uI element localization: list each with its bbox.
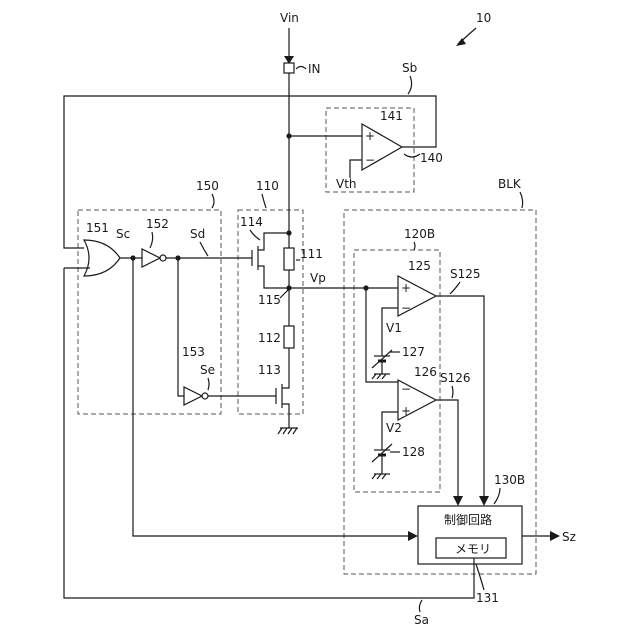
ctrl-ref-leader [494,488,500,504]
b120b-label: 120B [404,227,435,241]
inverter-153-bubble [202,393,208,399]
sa-label: Sa [414,613,429,627]
ctrl-ref-label: 130B [494,473,525,487]
se-label: Se [200,363,215,377]
or-gate-151 [84,240,120,276]
c125-minus: − [401,301,411,315]
inverter-152-bubble [160,255,166,261]
g152-label: 152 [146,217,169,231]
s125-leader [450,282,460,294]
ctrl-title: 制御回路 [444,512,492,527]
s125-arrow [479,496,489,506]
ground-128-h3 [382,474,386,479]
sd-label: Sd [190,227,205,241]
b150-leader [212,194,214,208]
sz-arrow [550,531,560,541]
b110-leader [262,194,266,208]
r112-label: 112 [258,331,281,345]
c126-plus: + [401,404,411,418]
sc-ctrl-arrow [408,531,418,541]
sa-leader [419,600,422,612]
t114-label: 114 [240,215,263,229]
sc-label: Sc [116,227,130,241]
ground-128-h2 [377,474,381,479]
sb-label: Sb [402,61,417,75]
inverter-153 [184,387,202,405]
c126-minus: − [401,382,411,396]
mem-ref-leader [476,564,484,590]
t114-leader [250,230,260,240]
v2-label: V2 [386,421,402,435]
ground-hatch-3 [288,428,292,434]
sb-leader [408,76,412,94]
s125-wire [436,296,484,498]
g153-label: 153 [182,345,205,359]
v1-label: V1 [386,321,402,335]
in-leader [296,67,306,70]
inverter-152 [142,249,160,267]
in-terminal [284,63,294,73]
ref-10-arrowhead [456,38,466,46]
sa-feedback-wire [64,268,474,598]
s126-leader [452,386,453,398]
ground-128-h1 [372,474,376,479]
op140-leader [404,154,420,157]
c126-label: 126 [414,365,437,379]
r111-label: 111 [300,247,323,261]
sz-label: Sz [562,530,576,544]
ref-10-label: 10 [476,11,491,25]
ground-hatch-2 [283,428,287,434]
ground-hatch-4 [293,428,297,434]
vth-wire [350,160,362,178]
block-110 [238,210,303,414]
ground-hatch-1 [278,428,282,434]
s126-wire [436,400,458,498]
in-label: IN [308,62,321,76]
resistor-112 [284,326,294,348]
n115-leader [280,290,288,298]
c125-label: 125 [408,259,431,273]
comp141-plus: + [365,129,375,143]
se-path-in [178,258,184,396]
b128-label: 128 [402,445,425,459]
s125-label: S125 [450,267,481,281]
blk-label: BLK [498,177,522,191]
b127-label: 127 [402,345,425,359]
op140-label: 140 [420,151,443,165]
resistor-111 [284,248,294,270]
b110-label: 110 [256,179,279,193]
g152-leader [150,232,153,248]
comp141-minus: − [365,153,375,167]
se-leader [208,378,209,390]
t113-label: 113 [258,363,281,377]
g151-label: 151 [86,221,109,235]
ground-127-h3 [382,374,386,379]
n115-label: 115 [258,293,281,307]
t113-source [282,404,289,428]
mem-ref-label: 131 [476,591,499,605]
vp-label: Vp [310,271,326,285]
sd-leader [200,242,208,256]
memory-label: メモリ [455,542,491,556]
blk-leader [520,192,523,208]
vth-label: Vth [336,177,357,191]
b150-label: 150 [196,179,219,193]
t113-drain [282,384,289,388]
s126-arrow [453,496,463,506]
ground-127-h2 [377,374,381,379]
vin-label: Vin [280,11,299,25]
s126-label: S126 [440,371,471,385]
b120b-leader [414,242,415,250]
c125-plus: + [401,281,411,295]
op141-label: 141 [380,109,403,123]
ground-127-h1 [372,374,376,379]
